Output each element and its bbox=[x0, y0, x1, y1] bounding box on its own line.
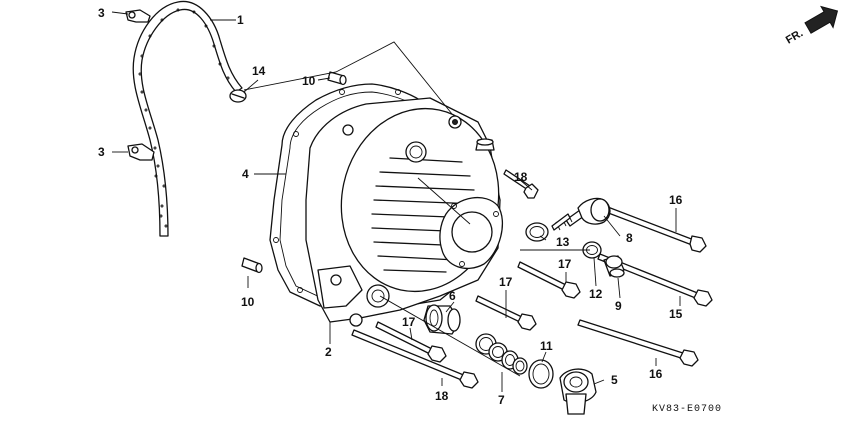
callout-9: 9 bbox=[615, 299, 622, 313]
callout-16-top: 16 bbox=[669, 193, 683, 207]
callout-14: 14 bbox=[252, 64, 266, 78]
callout-3-mid: 3 bbox=[98, 145, 105, 159]
callout-4: 4 bbox=[242, 167, 249, 181]
plug-9 bbox=[603, 255, 625, 278]
callout-10-top: 10 bbox=[302, 74, 316, 88]
o-rings-7 bbox=[475, 333, 528, 375]
dowel-pin-lower bbox=[241, 257, 263, 274]
callout-16-bottom: 16 bbox=[649, 367, 663, 381]
sleeve-6 bbox=[423, 304, 461, 335]
callout-18-top: 18 bbox=[514, 170, 528, 184]
o-ring-11 bbox=[528, 359, 554, 389]
callout-5: 5 bbox=[611, 373, 618, 387]
bolt-15 bbox=[597, 253, 713, 307]
bolt-17-middle bbox=[517, 261, 581, 299]
o-ring-13 bbox=[525, 222, 549, 242]
bolt-18-upper bbox=[503, 169, 539, 199]
front-direction-arrow: FR. bbox=[784, 5, 839, 47]
right-crankcase-cover bbox=[305, 97, 504, 327]
callout-6: 6 bbox=[449, 289, 456, 303]
callout-13: 13 bbox=[556, 235, 570, 249]
callout-8: 8 bbox=[626, 231, 633, 245]
plug-8 bbox=[551, 197, 611, 231]
hose-band bbox=[229, 89, 247, 103]
direction-label: FR. bbox=[784, 27, 805, 46]
callout-17-right: 17 bbox=[499, 275, 513, 289]
callout-10-bottom: 10 bbox=[241, 295, 255, 309]
callout-1: 1 bbox=[237, 13, 244, 27]
dowel-pin-upper bbox=[327, 71, 347, 86]
callout-17-mid: 17 bbox=[558, 257, 572, 271]
callout-7: 7 bbox=[498, 393, 505, 407]
callout-15: 15 bbox=[669, 307, 683, 321]
callout-11: 11 bbox=[540, 339, 553, 353]
callout-3-top: 3 bbox=[98, 6, 105, 20]
callout-17-left: 17 bbox=[402, 315, 416, 329]
diagram-code: KV83-E0700 bbox=[652, 404, 722, 415]
cap-5 bbox=[559, 368, 597, 415]
bolt-16-lower bbox=[577, 319, 699, 367]
hose-clip-top bbox=[125, 9, 151, 23]
callouts: 1 3 3 14 10 4 10 2 18 13 8 16 17 12 9 15… bbox=[98, 6, 683, 407]
bolt-17-lower bbox=[375, 321, 447, 363]
bolt-18-lower bbox=[351, 329, 479, 389]
callout-2: 2 bbox=[325, 345, 332, 359]
hose-clip-middle bbox=[127, 143, 155, 161]
callout-12: 12 bbox=[589, 287, 603, 301]
callout-18-bottom: 18 bbox=[435, 389, 449, 403]
hose bbox=[132, 0, 243, 237]
leader-lines bbox=[111, 11, 681, 392]
bolt-17-right bbox=[475, 295, 537, 331]
bolt-16-upper bbox=[597, 203, 707, 253]
